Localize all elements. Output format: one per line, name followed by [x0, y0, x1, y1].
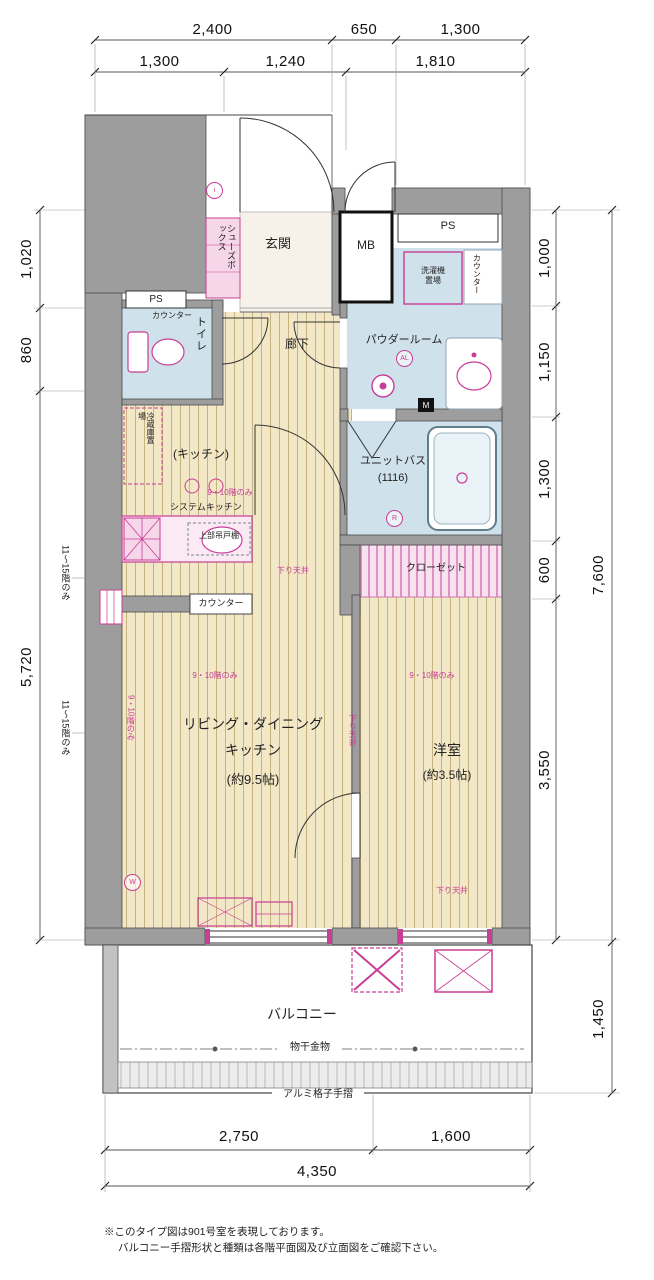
dim-top-1240: 1,240 [265, 53, 306, 70]
marker-m: M [418, 398, 434, 412]
label-drying-fixture: 物干金物 [278, 1042, 342, 1055]
note-floors-9-10-b: 9・10階のみ [192, 671, 238, 680]
label-hallway: 廊下 [284, 337, 309, 351]
dim-top-1300a: 1,300 [440, 21, 481, 38]
balcony-structure [102, 944, 533, 1094]
dim-top-1300b: 1,300 [139, 53, 180, 70]
dim-left-860: 860 [18, 336, 35, 364]
label-powder-room: パウダールーム [365, 334, 443, 346]
label-ldk-size: (約9.5帖) [226, 772, 280, 787]
dimension-lines [39, 39, 613, 1187]
label-closet: クローゼット [406, 563, 466, 574]
doors [221, 117, 396, 859]
label-counter-toilet: カウンター [152, 311, 192, 320]
label-unit-bath: ユニットバス [360, 455, 426, 467]
dim-left-1020: 1,020 [18, 238, 35, 280]
label-counter-kitchen: カウンター [198, 598, 244, 608]
label-shoe-box: シューズボックス [216, 224, 236, 269]
dim-right-3550: 3,550 [536, 749, 553, 791]
dim-bottom-1600: 1,600 [430, 1128, 472, 1145]
dim-right-1150: 1,150 [536, 341, 553, 383]
note-down-ceiling-a: 下り天井 [277, 566, 309, 575]
note-floors-9-10-d: 9・10階のみ [126, 695, 136, 741]
counter-box [189, 593, 253, 615]
label-kitchen: (キッチン) [173, 447, 229, 461]
label-genkan: 玄関 [264, 236, 291, 251]
dim-right-600: 600 [536, 556, 553, 584]
ac-unit-space-1 [351, 947, 403, 993]
label-fridge: 冷蔵庫置場 [137, 412, 155, 444]
fixtures [99, 217, 503, 927]
label-washer: 洗濯機置場 [421, 266, 445, 285]
note-floors-9-10-c: 9・10階のみ [409, 671, 455, 680]
footnote-line2: バルコニー手摺形状と種類は各階平面図及び立面図をご確認下さい。 [118, 1242, 444, 1254]
label-system-kitchen: システムキッチン [170, 502, 242, 512]
marker-intercom: i [206, 182, 223, 199]
dim-bottom-2750: 2,750 [218, 1128, 260, 1145]
dim-right-1300: 1,300 [536, 458, 553, 500]
dim-right-1000: 1,000 [536, 237, 553, 279]
label-upper-cabinet: 上部吊戸棚 [199, 531, 239, 540]
balcony-handrail-band [117, 1061, 533, 1089]
marker-al: AL [396, 350, 413, 367]
label-ldk-line2: キッチン [225, 742, 281, 758]
label-western-room: 洋室 [433, 742, 461, 758]
service-boxes [125, 210, 503, 615]
label-handrail: アルミ格子手摺 [272, 1089, 364, 1102]
dim-left-5720: 5,720 [18, 646, 35, 688]
label-ps-right: PS [440, 220, 456, 232]
label-counter-powder: カウンター [472, 254, 482, 294]
dim-bottom-4350: 4,350 [296, 1163, 338, 1180]
marker-r: R [386, 510, 403, 527]
meter-box [338, 210, 394, 304]
label-ps-left: PS [149, 294, 163, 305]
dim-right-1450: 1,450 [590, 998, 607, 1040]
label-meter-box: MB [357, 238, 375, 252]
extension-lines [34, 44, 620, 1192]
label-unit-bath-size: (1116) [377, 472, 409, 484]
windows [205, 928, 492, 945]
dim-top-650: 650 [350, 21, 378, 38]
pipe-space-right [397, 213, 499, 243]
marker-w: W [124, 874, 141, 891]
dim-top-2400: 2,400 [192, 21, 233, 38]
dim-right-7600: 7,600 [590, 554, 607, 596]
label-toilet: トイレ [194, 316, 207, 352]
footnote-line1: ※このタイプ図は901号室を表現しております。 [104, 1226, 330, 1238]
pipe-space-left [125, 290, 187, 309]
label-ldk-line1: リビング・ダイニング [183, 716, 323, 732]
note-floors-11-15-b: 11〜15階のみ [60, 700, 71, 756]
label-balcony: バルコニー [267, 1006, 337, 1022]
note-floors-9-10-a: 9・10階のみ [207, 488, 253, 497]
walls [84, 114, 531, 946]
note-down-ceiling-c: 下り天井 [436, 886, 468, 895]
note-floors-11-15-a: 11〜15階のみ [60, 545, 71, 601]
powder-counter-box [463, 249, 503, 305]
label-western-room-size: (約3.5帖) [422, 768, 472, 782]
dim-top-1810: 1,810 [415, 53, 456, 70]
note-down-ceiling-b: 下り天井 [348, 714, 358, 746]
